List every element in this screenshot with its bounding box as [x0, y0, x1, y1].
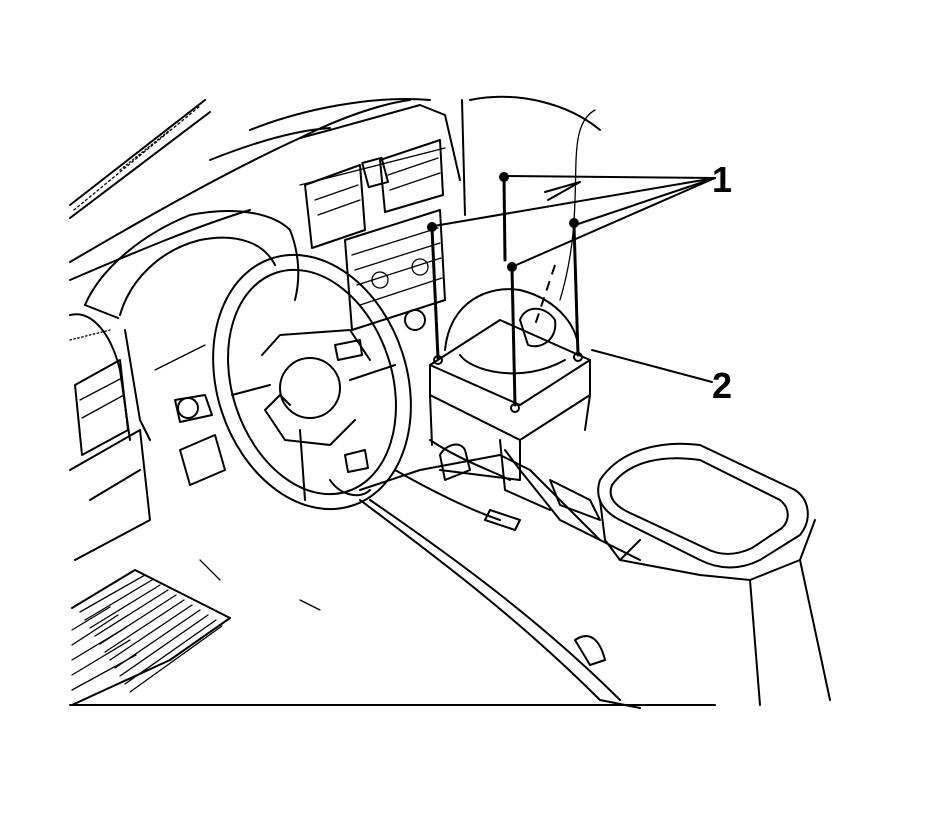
- passenger-dash-edge: [559, 109, 596, 301]
- defroster-grille: [69, 99, 211, 219]
- callout-1-label: 1: [712, 159, 732, 200]
- radio-head-unit: [344, 209, 446, 331]
- steering-wheel: [212, 253, 412, 511]
- dashboard: [69, 95, 601, 281]
- screw-icon: [427, 172, 583, 413]
- callout-1-leaders: [433, 175, 716, 267]
- armrest: [597, 442, 831, 706]
- shifter-bracket-icon: [429, 264, 591, 511]
- callout-2-label: 2: [712, 365, 732, 406]
- floor-mat: [71, 569, 231, 706]
- instrument-cluster-hood: [84, 209, 300, 319]
- center-vents: [304, 139, 444, 249]
- floor-mark: [199, 559, 221, 581]
- left-dash: [69, 313, 151, 561]
- column-switches: [154, 344, 226, 486]
- callout-2-leader: [591, 349, 713, 383]
- floor-mark: [299, 599, 321, 611]
